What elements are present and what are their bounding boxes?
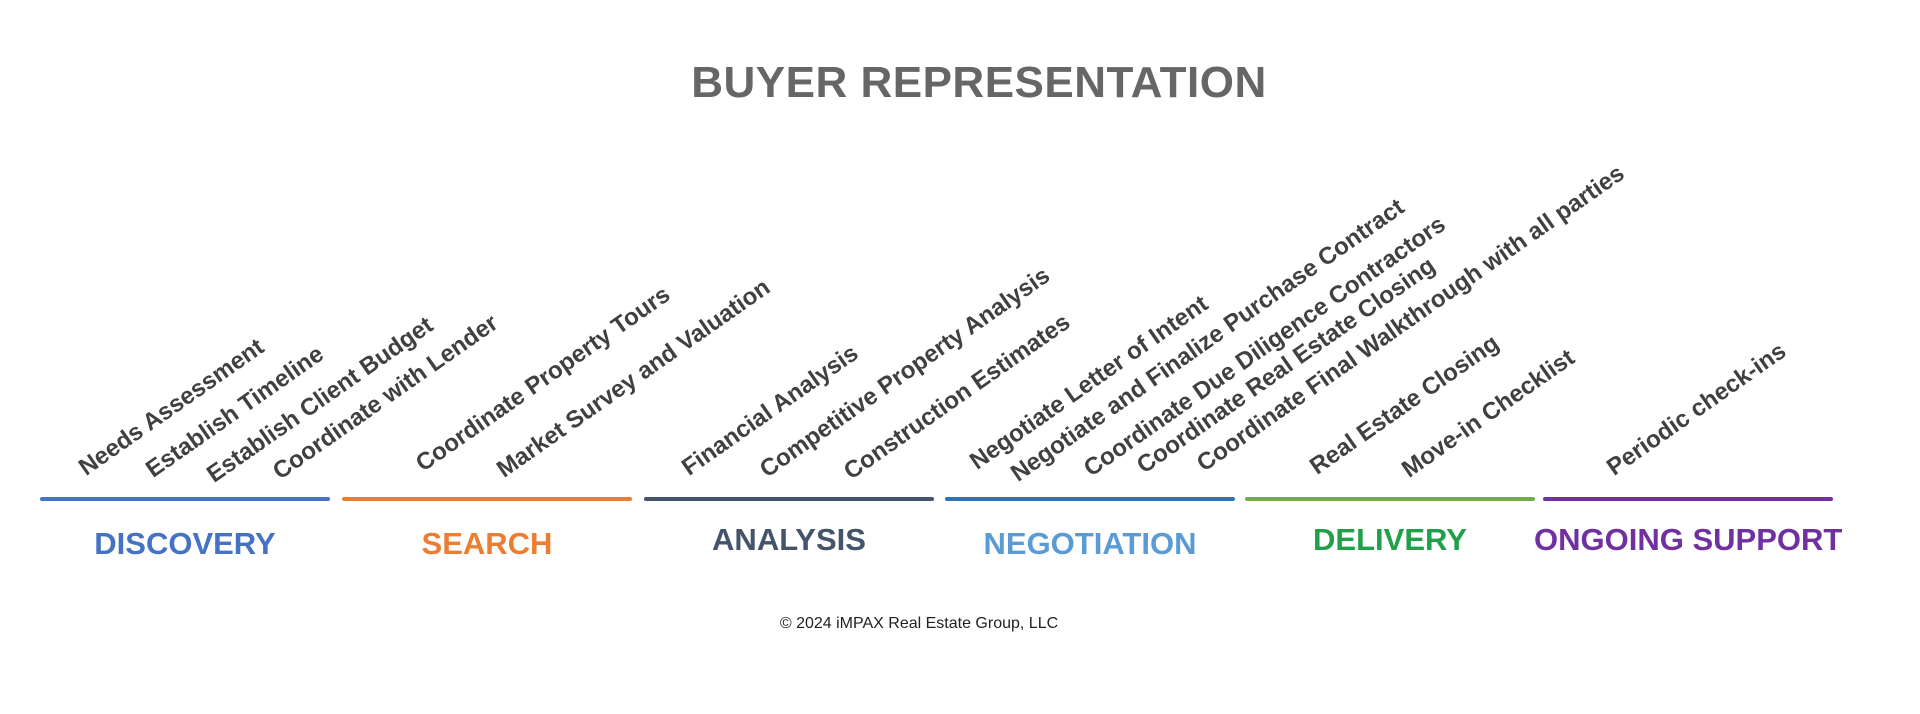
task-move-in-checklist: Move-in Checklist xyxy=(1396,344,1580,484)
copyright-footer: © 2024 iMPAX Real Estate Group, LLC xyxy=(779,615,1059,632)
task-periodic-check-ins: Periodic check-ins xyxy=(1601,337,1792,482)
page-title: BUYER REPRESENTATION xyxy=(691,58,1267,107)
phase-label-search: SEARCH xyxy=(421,526,553,561)
discovery-line xyxy=(40,497,330,501)
phase-label-discovery: DISCOVERY xyxy=(94,526,276,561)
search-line xyxy=(342,497,632,501)
phase-label-analysis: ANALYSIS xyxy=(712,522,866,557)
negotiation-line xyxy=(945,497,1235,501)
phase-label-negotiation: NEGOTIATION xyxy=(983,526,1197,561)
delivery-line xyxy=(1245,497,1535,501)
analysis-line xyxy=(644,497,934,501)
phase-label-delivery: DELIVERY xyxy=(1313,522,1467,557)
ongoing-support-line xyxy=(1543,497,1833,501)
phase-label-ongoing-support: ONGOING SUPPORT xyxy=(1534,522,1843,557)
